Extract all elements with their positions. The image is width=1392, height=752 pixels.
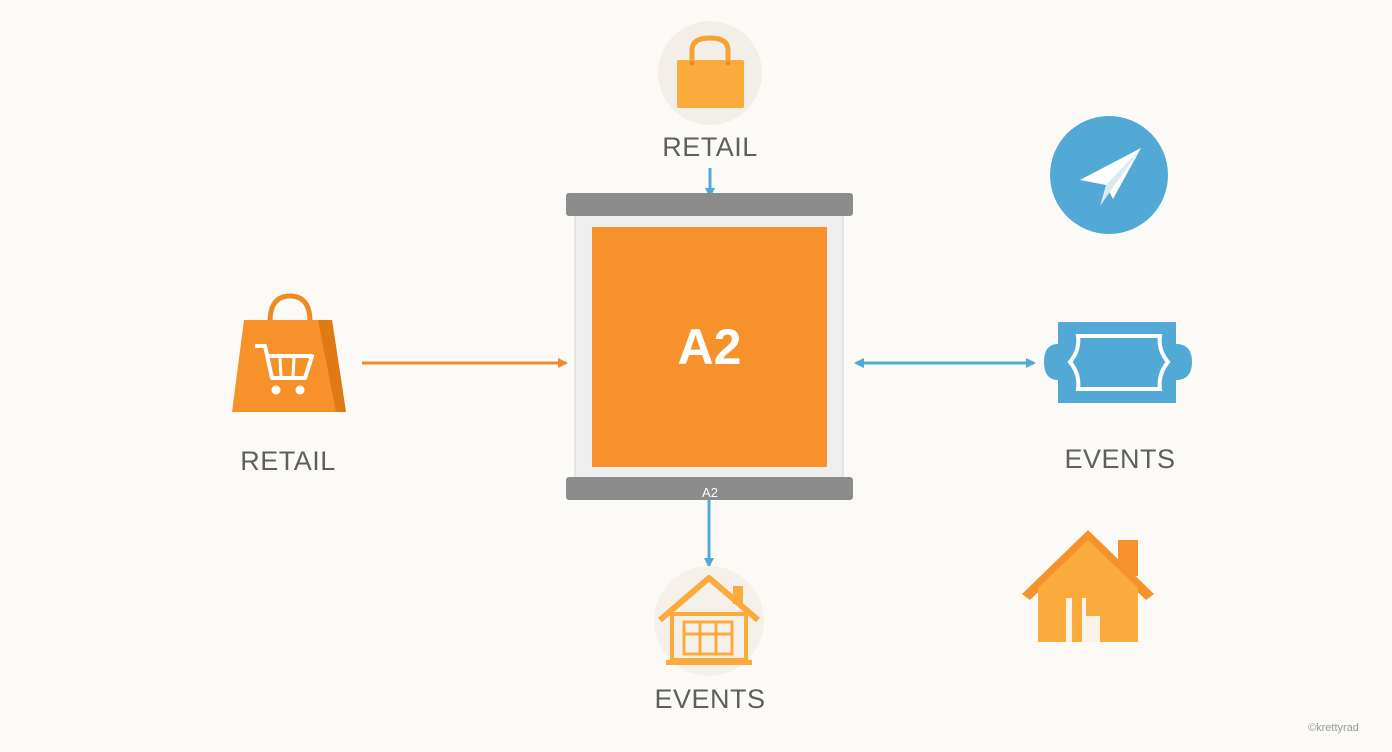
right-node-label: EVENTS xyxy=(1064,444,1176,474)
top-node-icon-group xyxy=(658,21,762,125)
center-title: A2 xyxy=(677,319,742,375)
bottom-bar xyxy=(566,477,853,500)
center-sub-label: A2 xyxy=(702,485,718,500)
bottom-node-label: EVENTS xyxy=(654,684,766,714)
ticket-icon xyxy=(1044,322,1192,403)
top-node-label: RETAIL xyxy=(662,132,758,162)
house-icon xyxy=(654,566,764,676)
top-bar xyxy=(566,193,853,216)
shopping-bag-icon xyxy=(677,35,744,108)
center-square xyxy=(592,227,827,467)
left-node-label: RETAIL xyxy=(240,446,336,476)
center-panel xyxy=(566,193,853,500)
shopping-cart-bag-icon xyxy=(232,293,346,412)
watermark: ©krettyrad xyxy=(1308,722,1359,734)
paper-plane-icon xyxy=(1050,116,1168,234)
house-solid-icon xyxy=(1022,530,1154,642)
